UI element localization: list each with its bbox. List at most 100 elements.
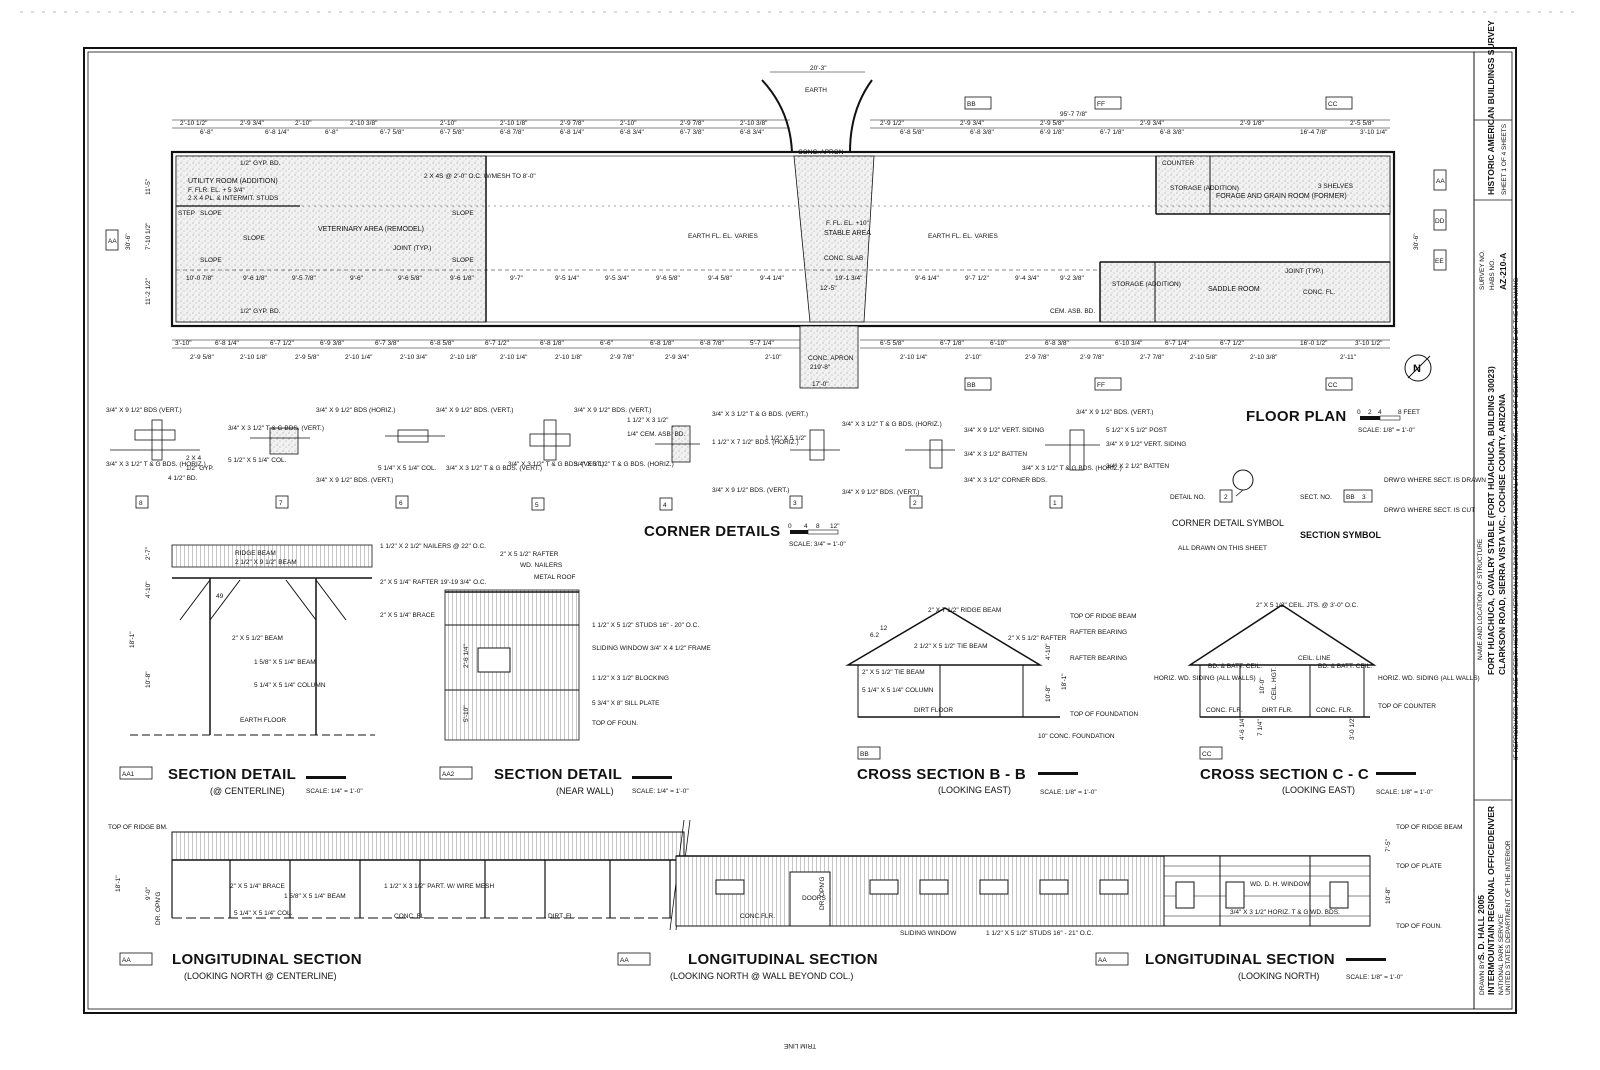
svg-text:18'-1": 18'-1": [129, 631, 136, 648]
cross-section-c: 2" X 5 1/2" CEIL. JTS. @ 3'-0" O.C. CEIL…: [1154, 602, 1480, 796]
conc-slab-note: CONC. SLAB: [824, 255, 863, 262]
north-arrow-icon: N: [1404, 354, 1432, 382]
dim-rb2-1: 6'-5 5/8": [880, 340, 904, 347]
svg-text:ALL DRAWN ON THIS SHEET: ALL DRAWN ON THIS SHEET: [1178, 545, 1267, 552]
dim-bot-8: 2'-10 1/8": [555, 354, 583, 361]
dim-rt2-7: 3'-10 1/4": [1360, 129, 1388, 136]
dim-top2-8: 6'-8 3/4": [620, 129, 644, 136]
side-dim-right: 30'-6": [1413, 233, 1420, 250]
conc-area-west: [175, 155, 487, 323]
bay-dim-r3: 9'-7 1/2": [965, 275, 989, 282]
bay-dim-5: 9'-6 5/8": [398, 275, 422, 282]
section-mark-cc-bottom[interactable]: CC: [1325, 377, 1353, 391]
section-detail-1-tag: AA1: [122, 771, 135, 778]
svg-text:4: 4: [804, 523, 808, 530]
svg-text:12": 12": [830, 523, 840, 530]
svg-text:0: 0: [1357, 409, 1361, 416]
svg-text:5 1/4" X 5 1/4" COLUMN: 5 1/4" X 5 1/4" COLUMN: [862, 687, 934, 694]
svg-text:1 5/8" X 5 1/4" BEAM: 1 5/8" X 5 1/4" BEAM: [254, 659, 316, 666]
svg-text:AA: AA: [108, 238, 117, 245]
cross-section-c-tag: CC: [1202, 751, 1212, 758]
svg-text:2" X 5 1/2" RAFTER: 2" X 5 1/2" RAFTER: [1008, 635, 1067, 642]
section-detail-near-wall: 2" X 5 1/2" RAFTER WD. NAILERS METAL ROO…: [439, 551, 711, 796]
svg-text:3/4" X 9 1/2" BDS. (VERT.): 3/4" X 9 1/2" BDS. (VERT.): [712, 487, 789, 494]
svg-text:CONC. FL.: CONC. FL.: [394, 913, 426, 920]
dim-rb-5: 2'-7 7/8": [1140, 354, 1164, 361]
dim-rt2-5: 6'-8 3/8": [1160, 129, 1184, 136]
slope-1: SLOPE: [200, 210, 222, 217]
side-dim-4: 11'-2 1/2": [145, 277, 152, 305]
dim-rt-5: 2'-9 1/8": [1240, 120, 1264, 127]
svg-text:8: 8: [816, 523, 820, 530]
conc-slab-center: [793, 155, 875, 323]
dim-rt2-3: 6'-9 1/8": [1040, 129, 1064, 136]
svg-text:METAL ROOF: METAL ROOF: [534, 574, 576, 581]
longitudinal-section-2-title: LONGITUDINAL SECTION: [688, 951, 878, 968]
cem-asb-note: CEM. ASB. BD.: [1050, 308, 1095, 315]
dim-bot2-4: 6'-9 3/8": [320, 340, 344, 347]
section-mark-bb-top[interactable]: BB: [964, 96, 992, 110]
dim-bot2-10: 6'-8 1/8": [650, 340, 674, 347]
section-mark-dd-east[interactable]: DD: [1433, 209, 1447, 231]
svg-text:1 1/2" X 2 1/2" NAILERS @ 22": 1 1/2" X 2 1/2" NAILERS @ 22" O.C.: [380, 543, 486, 550]
svg-text:2 1/2" X 9 1/2" BEAM: 2 1/2" X 9 1/2" BEAM: [235, 559, 297, 566]
longitudinal-section-3-title: LONGITUDINAL SECTION: [1145, 951, 1335, 968]
dim-top-5: 2'-10": [440, 120, 457, 127]
bay-dim-10: 9'-6 5/8": [656, 275, 680, 282]
svg-text:2" X 5 1/2" TIE BEAM: 2" X 5 1/2" TIE BEAM: [862, 669, 925, 676]
apron-bottom: [799, 325, 859, 389]
svg-text:DR. OPN'G: DR. OPN'G: [155, 892, 162, 925]
utility-studs: 2 X 4 PL. & INTERMIT. STUDS: [188, 195, 279, 202]
svg-text:FF: FF: [1097, 382, 1105, 389]
section-mark-ff-top[interactable]: FF: [1094, 96, 1122, 110]
section-mark-bb-bottom[interactable]: BB: [964, 377, 992, 391]
svg-text:TOP OF RIDGE BM.: TOP OF RIDGE BM.: [108, 824, 168, 831]
longitudinal-section-wall: DOORS DR. OPN'G CONC.FLR. SLIDING WINDOW…: [617, 819, 1370, 981]
svg-text:RIDGE BEAM: RIDGE BEAM: [235, 550, 276, 557]
svg-text:N: N: [1413, 363, 1421, 375]
corner-symbol-label: CORNER DETAIL SYMBOL: [1172, 518, 1284, 528]
svg-text:3: 3: [1362, 494, 1366, 501]
svg-text:10" CONC. FOUNDATION: 10" CONC. FOUNDATION: [1038, 733, 1115, 740]
slope-5: SLOPE: [452, 257, 474, 264]
section-mark-aa-east[interactable]: AA: [1433, 169, 1447, 191]
section-mark-aa-west[interactable]: AA: [105, 229, 119, 251]
svg-text:3/4" X 9 1/2" BDS. (VERT.): 3/4" X 9 1/2" BDS. (VERT.): [1076, 409, 1153, 416]
section-detail-2-tag: AA2: [442, 771, 455, 778]
agency-label: HISTORIC AMERICAN BUILDINGS SURVEY: [1486, 20, 1496, 195]
svg-text:10'-8": 10'-8": [1045, 685, 1052, 702]
svg-text:SCALE: 1/4" = 1'-0": SCALE: 1/4" = 1'-0": [306, 788, 363, 795]
dim-rb2-7: 6'-7 1/2": [1220, 340, 1244, 347]
svg-text:HORIZ. WD. SIDING (ALL WALLS): HORIZ. WD. SIDING (ALL WALLS): [1154, 675, 1256, 682]
section-mark-ff-bottom[interactable]: FF: [1094, 377, 1122, 391]
bay-dim-2: 9'-6 1/8": [243, 275, 267, 282]
svg-text:IF REPRODUCED, PLEASE CREDIT:: IF REPRODUCED, PLEASE CREDIT: HISTORIC A…: [1513, 278, 1520, 760]
svg-text:3/4" X 9 1/2" BDS. (VERT.): 3/4" X 9 1/2" BDS. (VERT.): [842, 489, 919, 496]
earth-fl-left: EARTH FL. EL. VARIES: [688, 233, 759, 240]
bottom-width: 17'-0": [812, 381, 829, 388]
room-stable: STABLE AREA: [824, 230, 871, 237]
svg-text:3/4" X 3 1/2" T & G BDS. (HORI: 3/4" X 3 1/2" T & G BDS. (HORIZ.): [106, 461, 206, 468]
corner-detail-6: 3/4" X 9 1/2" BDS. (VERT.) 5 1/4" X 5 1/…: [378, 407, 542, 509]
corner-details-scale-bar: 0 4 8 12" SCALE: 3/4" = 1'-0": [788, 523, 846, 548]
dim-rb-7: 2'-10 3/8": [1250, 354, 1278, 361]
dim-top2-9: 6'-7 3/8": [680, 129, 704, 136]
bay-dim-9: 9'-5 3/4": [605, 275, 629, 282]
svg-text:SCALE: 1/8" = 1'-0": SCALE: 1/8" = 1'-0": [1376, 789, 1433, 796]
cross-section-b-title: CROSS SECTION B - B: [857, 766, 1026, 783]
apron-curve-left: [761, 79, 793, 153]
dim-top-1: 2'-10 1/2": [180, 120, 208, 127]
svg-text:1/2" GYP.: 1/2" GYP.: [186, 465, 214, 472]
corner-detail-7: 3/4" X 3 1/2" T & G BDS. (VERT.) 3/4" X …: [228, 407, 395, 509]
section-mark-cc-top[interactable]: CC: [1325, 96, 1353, 110]
svg-text:3/4" X 9 1/2" VERT. SIDING: 3/4" X 9 1/2" VERT. SIDING: [1106, 441, 1186, 448]
bay-dim-4: 9'-6": [350, 275, 364, 282]
corner-detail-1: 3/4" X 9 1/2" BDS. (VERT.) 5 1/2" X 5 1/…: [1022, 409, 1186, 509]
bay-dim-r2: 9'-6 1/4": [915, 275, 939, 282]
section-mark-ee-east[interactable]: EE: [1433, 249, 1447, 271]
svg-text:1/4" CEM. ASB. BD.: 1/4" CEM. ASB. BD.: [627, 431, 685, 438]
dim-top-7: 2'-9 7/8": [560, 120, 584, 127]
svg-text:4'-10": 4'-10": [1045, 643, 1052, 660]
dim-bot2-3: 6'-7 1/2": [270, 340, 294, 347]
